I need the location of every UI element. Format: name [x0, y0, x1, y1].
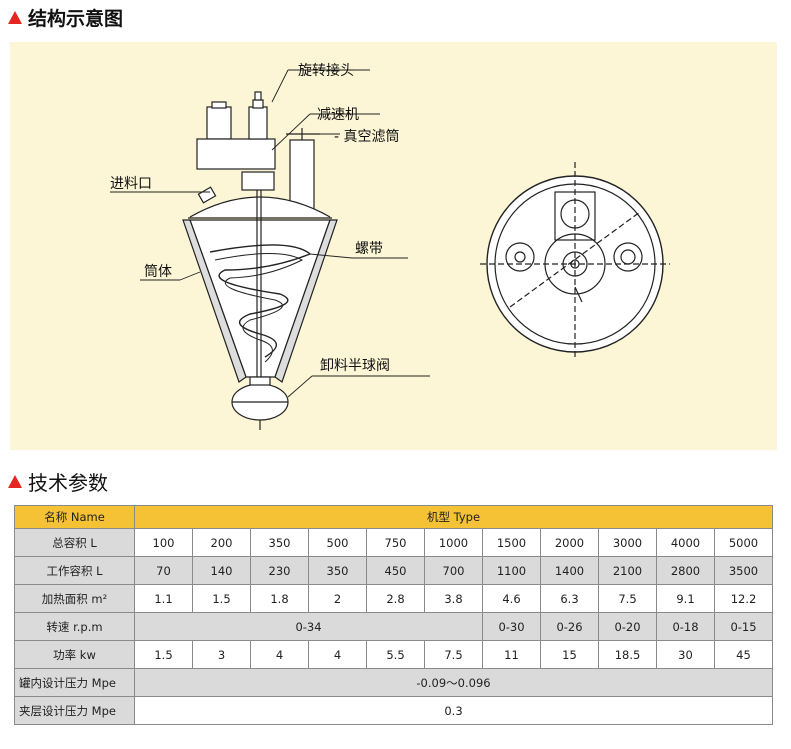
table-cell: 2100	[598, 556, 657, 585]
label-feed-inlet: 进料口	[110, 176, 152, 192]
specs-table: 名称 Name 机型 Type 总容积 L 100 200 350 500 75…	[14, 505, 773, 725]
table-cell: 4000	[656, 528, 715, 557]
table-cell: 1.1	[134, 584, 193, 613]
table-cell: 230	[250, 556, 309, 585]
table-cell: 5.5	[366, 640, 425, 669]
table-cell: 6.3	[540, 584, 599, 613]
table-cell: 5000	[714, 528, 773, 557]
table-cell: 0-20	[598, 612, 657, 641]
table-cell: 70	[134, 556, 193, 585]
table-row: 夹层设计压力 Mpe 0.3	[14, 696, 773, 725]
mixer-drawing	[110, 69, 670, 430]
row-label: 工作容积 L	[14, 556, 135, 585]
table-cell: 1400	[540, 556, 599, 585]
red-triangle-icon	[8, 11, 22, 24]
table-cell: 15	[540, 640, 599, 669]
table-cell: 200	[192, 528, 251, 557]
row-label: 夹层设计压力 Mpe	[14, 696, 135, 725]
table-cell: 700	[424, 556, 483, 585]
red-triangle-icon	[8, 475, 22, 488]
table-cell: 4	[250, 640, 309, 669]
table-cell: 1.5	[134, 640, 193, 669]
table-cell: 500	[308, 528, 367, 557]
table-cell: 0-30	[482, 612, 541, 641]
table-cell: 1000	[424, 528, 483, 557]
label-reducer: 减速机	[317, 107, 359, 123]
section-title-specs: 技术参数	[4, 467, 108, 496]
structure-diagram: 旋转接头 减速机 - 真空滤筒 进料口 螺带 筒体 卸料半球阀	[10, 42, 777, 450]
table-cell: 30	[656, 640, 715, 669]
table-cell: 2000	[540, 528, 599, 557]
table-cell: 4	[308, 640, 367, 669]
label-rotary-joint: 旋转接头	[298, 63, 354, 79]
table-cell: 3000	[598, 528, 657, 557]
table-cell-merged: 0.3	[134, 696, 773, 725]
table-cell: 0-26	[540, 612, 599, 641]
table-row: 罐内设计压力 Mpe -0.09～0.096	[14, 668, 773, 697]
label-discharge-valve: 卸料半球阀	[320, 358, 390, 374]
table-cell: 350	[250, 528, 309, 557]
table-cell: 450	[366, 556, 425, 585]
table-cell-merged: 0-34	[134, 612, 483, 641]
table-cell: 9.1	[656, 584, 715, 613]
table-cell: 4.6	[482, 584, 541, 613]
table-cell: 7.5	[424, 640, 483, 669]
label-vacuum-filter-text: 真空滤筒	[343, 129, 400, 145]
table-cell: 18.5	[598, 640, 657, 669]
table-cell: 750	[366, 528, 425, 557]
table-row: 总容积 L 100 200 350 500 750 1000 1500 2000…	[14, 528, 773, 557]
label-screw-belt: 螺带	[355, 241, 383, 257]
row-label: 加热面积 m²	[14, 584, 135, 613]
row-label: 转速 r.p.m	[14, 612, 135, 641]
section-title-structure: 结构示意图	[4, 4, 123, 31]
table-cell: 140	[192, 556, 251, 585]
table-cell: 350	[308, 556, 367, 585]
table-cell: 11	[482, 640, 541, 669]
label-cylinder: 筒体	[144, 264, 172, 280]
reducer-body	[196, 138, 276, 170]
table-cell: 45	[714, 640, 773, 669]
row-label: 功率 kw	[14, 640, 135, 669]
table-cell: 1500	[482, 528, 541, 557]
table-cell: 0-18	[656, 612, 715, 641]
table-cell: 2800	[656, 556, 715, 585]
header-name: 名称 Name	[14, 505, 135, 529]
section-title-structure-text: 结构示意图	[28, 8, 124, 30]
table-cell: 7.5	[598, 584, 657, 613]
table-cell: 2	[308, 584, 367, 613]
table-row: 转速 r.p.m 0-34 0-30 0-26 0-20 0-18 0-15	[14, 612, 773, 641]
row-label: 总容积 L	[14, 528, 135, 557]
section-title-specs-text: 技术参数	[28, 471, 108, 495]
table-cell: 1.5	[192, 584, 251, 613]
table-header-row: 名称 Name 机型 Type	[14, 505, 773, 529]
table-cell: 1.8	[250, 584, 309, 613]
row-label: 罐内设计压力 Mpe	[14, 668, 135, 697]
table-cell: 3500	[714, 556, 773, 585]
table-row: 功率 kw 1.5 3 4 4 5.5 7.5 11 15 18.5 30 45	[14, 640, 773, 669]
motor-body	[206, 106, 232, 140]
filter-cylinder	[289, 139, 315, 211]
header-model: 机型 Type	[134, 505, 773, 529]
table-cell: 0-15	[714, 612, 773, 641]
table-cell: 100	[134, 528, 193, 557]
table-cell: 1100	[482, 556, 541, 585]
table-cell: 3	[192, 640, 251, 669]
table-cell-merged: -0.09～0.096	[134, 668, 773, 697]
label-vacuum-filter: - 真空滤筒	[334, 129, 400, 145]
table-row: 加热面积 m² 1.1 1.5 1.8 2 2.8 3.8 4.6 6.3 7.…	[14, 584, 773, 613]
table-cell: 2.8	[366, 584, 425, 613]
table-cell: 12.2	[714, 584, 773, 613]
top-view	[480, 162, 670, 360]
table-row: 工作容积 L 70 140 230 350 450 700 1100 1400 …	[14, 556, 773, 585]
table-cell: 3.8	[424, 584, 483, 613]
